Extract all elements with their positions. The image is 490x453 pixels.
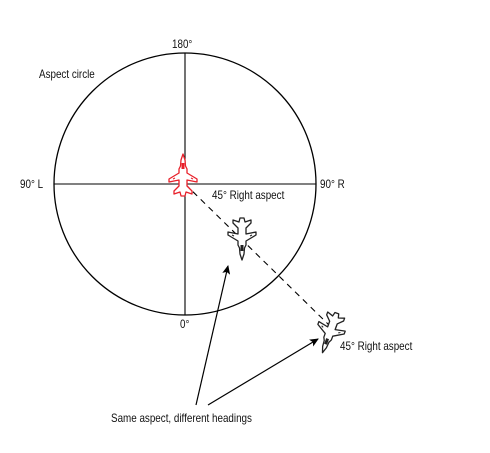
- near-aircraft-icon: [227, 217, 257, 261]
- far-aspect-label: 45° Right aspect: [340, 339, 413, 353]
- arrow-to-near-aircraft: [195, 265, 231, 406]
- target-aircraft-icon: [168, 153, 198, 197]
- heading-90-left-label: 90° L: [20, 177, 44, 191]
- aspect-circle-label: Aspect circle: [39, 67, 95, 81]
- line-of-sight: [184, 183, 331, 327]
- caption-label: Same aspect, different headings: [111, 411, 252, 425]
- heading-0-label: 0°: [180, 317, 190, 331]
- arrow-to-far-aircraft: [207, 338, 319, 406]
- heading-90-right-label: 90° R: [320, 177, 345, 191]
- heading-180-label: 180°: [172, 37, 193, 51]
- near-aspect-label: 45° Right aspect: [212, 188, 285, 202]
